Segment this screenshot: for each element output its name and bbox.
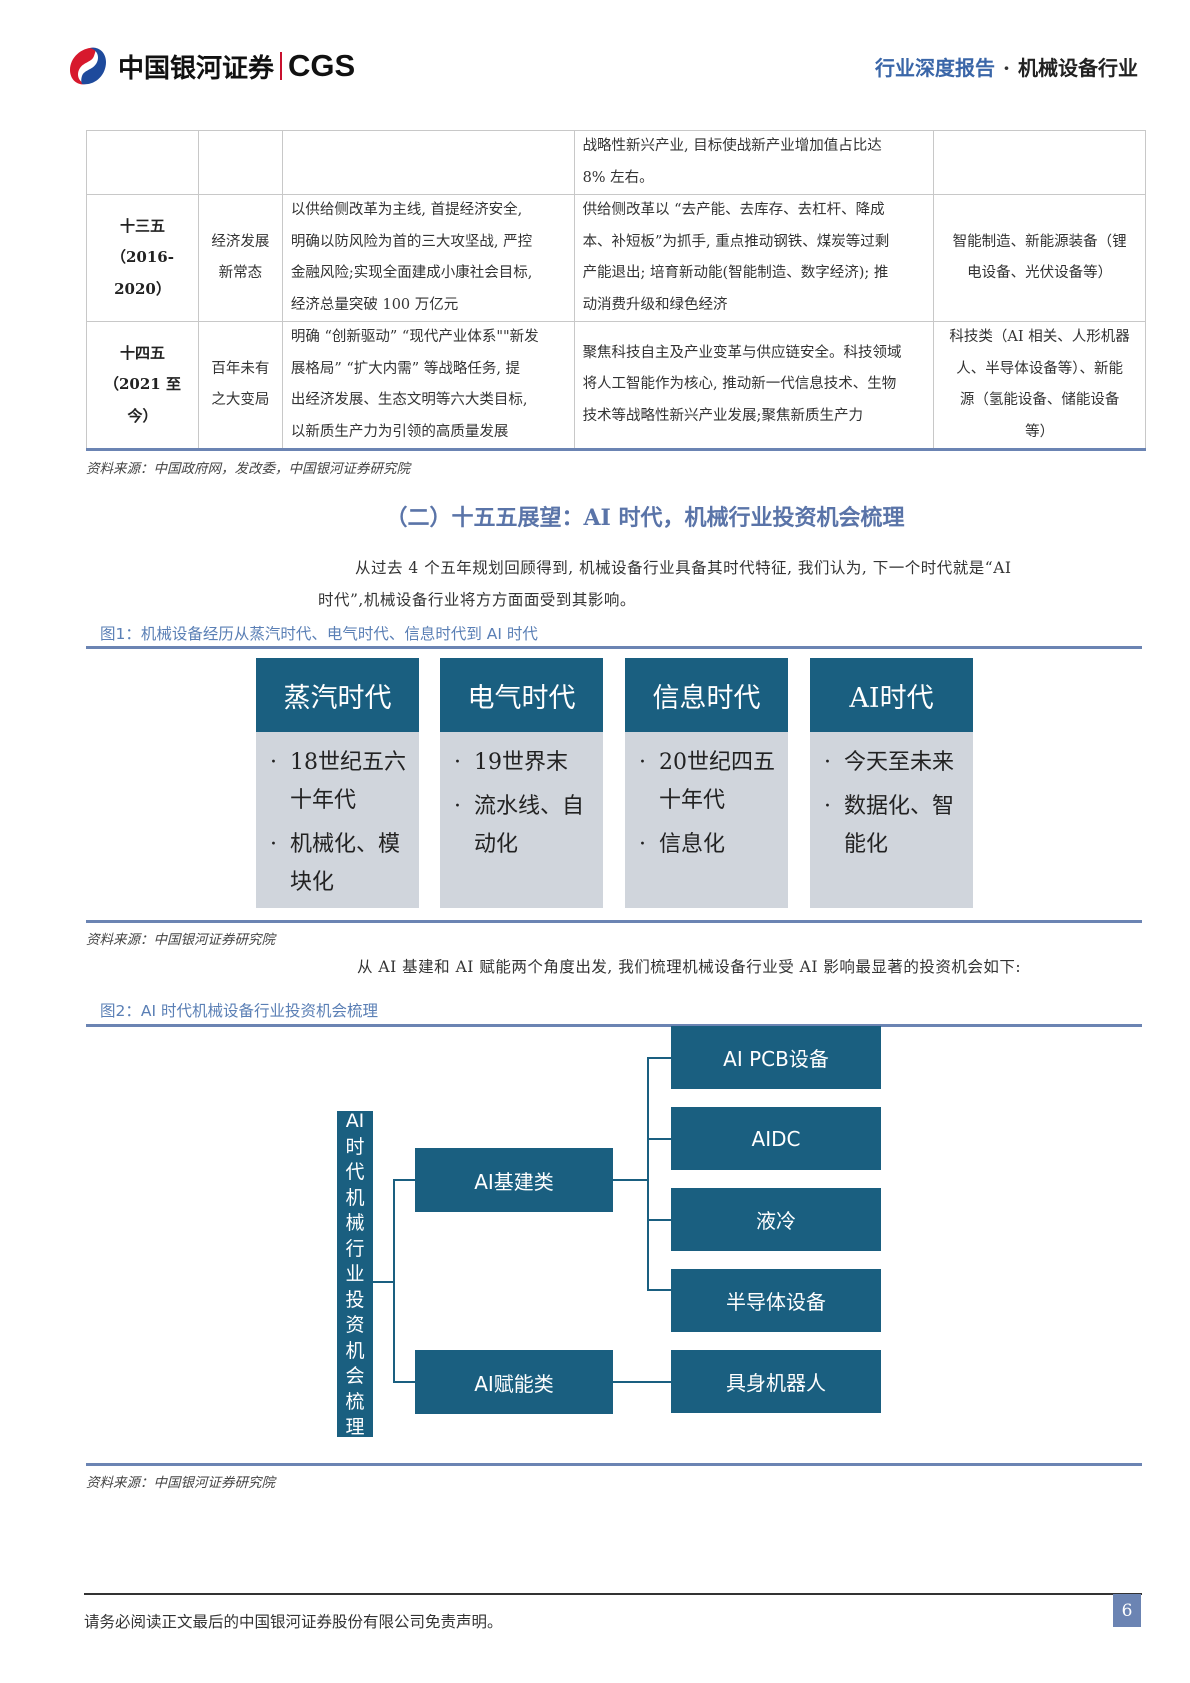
cgs-logo-icon — [70, 47, 106, 85]
era-item: 数据化、智能化 — [824, 788, 963, 864]
theme-cell: 百年未有 之大变局 — [197, 321, 283, 451]
tree-root-node: AI 时 代 机 械 行 业 投 资 机 会 梳 理 — [337, 1110, 373, 1438]
period-cell: 十四五 （2021 至 今） — [86, 321, 199, 451]
beneficiaries-cell — [933, 130, 1146, 195]
report-title: 行业深度报告·机械设备行业 — [875, 56, 1138, 80]
theme-cell — [197, 130, 283, 195]
table-row: 战略性新兴产业, 目标使战新产业增加值占比达 8% 左右。 — [86, 130, 1146, 195]
era-item: 18世纪五六十年代 — [270, 744, 409, 820]
page-number: 6 — [1113, 1594, 1141, 1627]
connector-line — [613, 1381, 671, 1383]
intro-paragraph-line1: 从过去 4 个五年规划回顾得到, 机械设备行业具备其时代特征, 我们认为, 下一… — [355, 559, 1012, 577]
intro-paragraph-line2: 时代”,机械设备行业将方方面面受到其影响。 — [318, 591, 636, 609]
era-card-ai: AI时代 今天至未来 数据化、智能化 — [810, 658, 973, 908]
table-row: 十四五 （2021 至 今） 百年未有 之大变局 明确 “创新驱动” “现代产业… — [86, 321, 1146, 451]
leaf-node-liquid-cooling: 液冷 — [671, 1188, 881, 1251]
section-heading: （二）十五五展望：AI 时代，机械行业投资机会梳理 — [385, 505, 905, 531]
paragraph-ai-opportunities: 从 AI 基建和 AI 赋能两个角度出发, 我们梳理机械设备行业受 AI 影响最… — [357, 958, 1022, 976]
connector-line — [373, 1281, 395, 1283]
table-source-note: 资料来源：中国政府网，发改委，中国银河证券研究院 — [86, 461, 410, 477]
goals-cell — [281, 130, 575, 195]
era-item: 流水线、自动化 — [454, 788, 593, 864]
era-card-information: 信息时代 20世纪四五十年代 信息化 — [625, 658, 788, 908]
era-card-electric: 电气时代 19世界末 流水线、自动化 — [440, 658, 603, 908]
footer-disclaimer: 请务必阅读正文最后的中国银河证券股份有限公司免责声明。 — [84, 1613, 503, 1631]
era-item: 19世界末 — [454, 744, 593, 782]
connector-line — [613, 1179, 637, 1181]
figure2-caption: 图2：AI 时代机械设备行业投资机会梳理 — [100, 1002, 378, 1020]
leaf-node-embodied-robots: 具身机器人 — [671, 1350, 881, 1413]
theme-cell: 经济发展 新常态 — [197, 194, 283, 322]
figure1-rule — [86, 646, 1142, 649]
figure2-bottom-rule — [86, 1463, 1142, 1466]
era-item: 信息化 — [639, 826, 778, 864]
goals-cell: 以供给侧改革为主线, 首提经济安全, 明确以防风险为首的三大攻坚战, 严控 金融… — [281, 194, 575, 322]
connector-line — [637, 1179, 649, 1181]
footer-rule — [84, 1593, 1142, 1595]
era-title: 蒸汽时代 — [256, 658, 419, 732]
goals-cell: 明确 “创新驱动” “现代产业体系""新发 展格局” “扩大内需” 等战略任务,… — [281, 321, 575, 451]
report-type: 行业深度报告 — [875, 56, 996, 80]
connector-line — [647, 1138, 671, 1140]
connector-line — [647, 1057, 649, 1291]
logo-english-name: CGS — [288, 48, 356, 83]
connector-line — [647, 1057, 671, 1059]
leaf-node-aidc: AIDC — [671, 1107, 881, 1170]
era-card-steam: 蒸汽时代 18世纪五六十年代 机械化、模块化 — [256, 658, 419, 908]
five-year-plan-table: 战略性新兴产业, 目标使战新产业增加值占比达 8% 左右。 十三五 （2016-… — [86, 130, 1146, 451]
figure2-rule — [86, 1024, 1142, 1027]
connector-line — [393, 1381, 415, 1383]
policy-cell: 聚焦科技自主及产业变革与供应链安全。科技领域 将人工智能作为核心, 推动新一代信… — [573, 321, 935, 451]
period-cell — [86, 130, 199, 195]
leaf-node-semiconductor-equipment: 半导体设备 — [671, 1269, 881, 1332]
era-title: 电气时代 — [440, 658, 603, 732]
logo-chinese-name: 中国银河证券 — [118, 53, 275, 84]
connector-line — [647, 1289, 671, 1291]
page-header: 中国银河证券 CGS 行业深度报告·机械设备行业 — [0, 0, 1190, 110]
figure2-source-note: 资料来源：中国银河证券研究院 — [86, 1475, 275, 1491]
table-row: 十三五 （2016- 2020） 经济发展 新常态 以供给侧改革为主线, 首提经… — [86, 194, 1146, 322]
connector-line — [647, 1219, 671, 1221]
era-item: 20世纪四五十年代 — [639, 744, 778, 820]
period-cell: 十三五 （2016- 2020） — [86, 194, 199, 322]
beneficiaries-cell: 智能制造、新能源装备（锂 电设备、光伏设备等） — [933, 194, 1146, 322]
era-title: 信息时代 — [625, 658, 788, 732]
policy-cell: 战略性新兴产业, 目标使战新产业增加值占比达 8% 左右。 — [573, 130, 935, 195]
company-logo: 中国银河证券 CGS — [66, 44, 355, 88]
connector-line — [393, 1179, 415, 1181]
figure1-source-note: 资料来源：中国银河证券研究院 — [86, 932, 275, 948]
industry-name: 机械设备行业 — [1018, 56, 1138, 80]
era-item: 今天至未来 — [824, 744, 963, 782]
era-item: 机械化、模块化 — [270, 826, 409, 902]
policy-cell: 供给侧改革以 “去产能、去库存、去杠杆、降成 本、补短板”为抓手, 重点推动钢铁… — [573, 194, 935, 322]
beneficiaries-cell: 科技类（AI 相关、人形机器 人、半导体设备等）、新能 源（氢能设备、储能设备 … — [933, 321, 1146, 451]
era-title: AI时代 — [810, 658, 973, 732]
branch-node-ai-empowerment: AI赋能类 — [415, 1350, 613, 1414]
leaf-node-ai-pcb-equipment: AI PCB设备 — [671, 1026, 881, 1089]
figure1-bottom-rule — [86, 920, 1142, 923]
figure1-caption: 图1：机械设备经历从蒸汽时代、电气时代、信息时代到 AI 时代 — [100, 625, 538, 643]
connector-line — [393, 1179, 395, 1383]
branch-node-ai-infrastructure: AI基建类 — [415, 1148, 613, 1212]
logo-divider — [280, 52, 283, 80]
